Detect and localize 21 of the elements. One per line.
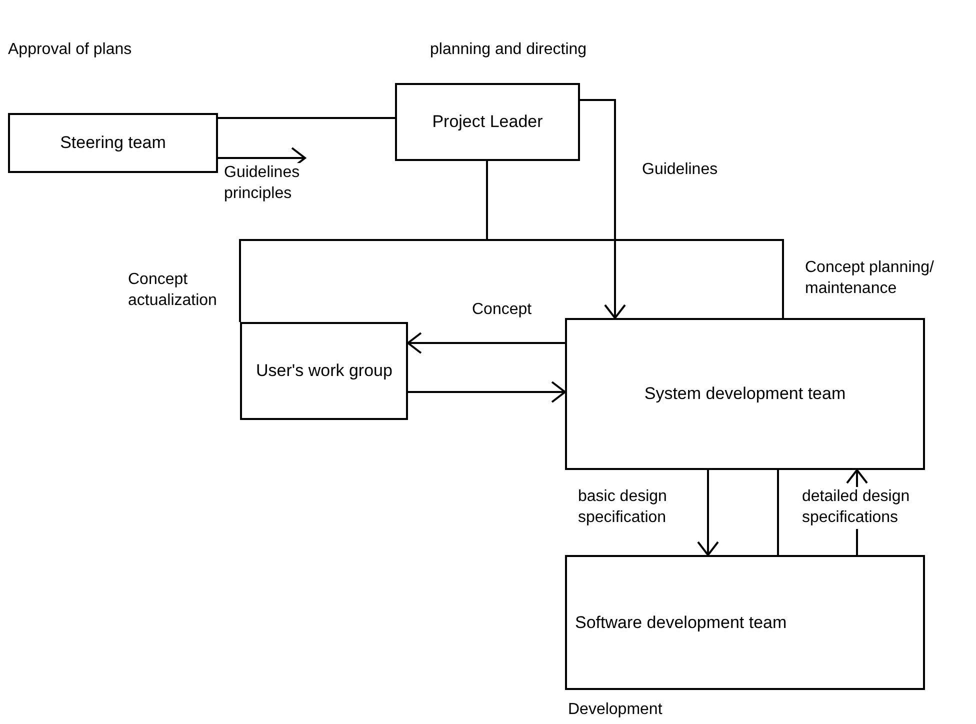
- arrow: [408, 381, 566, 403]
- role-note: Approval of plans: [8, 40, 133, 60]
- role-note: Development: [568, 700, 664, 720]
- team-box: [240, 322, 408, 420]
- team-name: System development team: [644, 384, 846, 404]
- arrow: [407, 332, 565, 354]
- team-name: Software development team: [575, 612, 787, 632]
- role-note: Concept planning/ maintenance: [805, 258, 935, 299]
- team-name: Steering team: [60, 133, 166, 153]
- role-note: planning and directing: [430, 40, 588, 60]
- team-box: [395, 83, 580, 161]
- arrow: [580, 99, 626, 319]
- team-name: User's work group: [256, 361, 392, 381]
- connector-line: [218, 117, 395, 119]
- team-box: [8, 113, 218, 173]
- role-note: Concept actualization: [128, 270, 218, 311]
- team-box: [565, 555, 925, 690]
- team-name: Project Leader: [432, 112, 543, 132]
- connector-line: [777, 470, 779, 555]
- team-box: [565, 318, 925, 470]
- arrow: [697, 470, 719, 556]
